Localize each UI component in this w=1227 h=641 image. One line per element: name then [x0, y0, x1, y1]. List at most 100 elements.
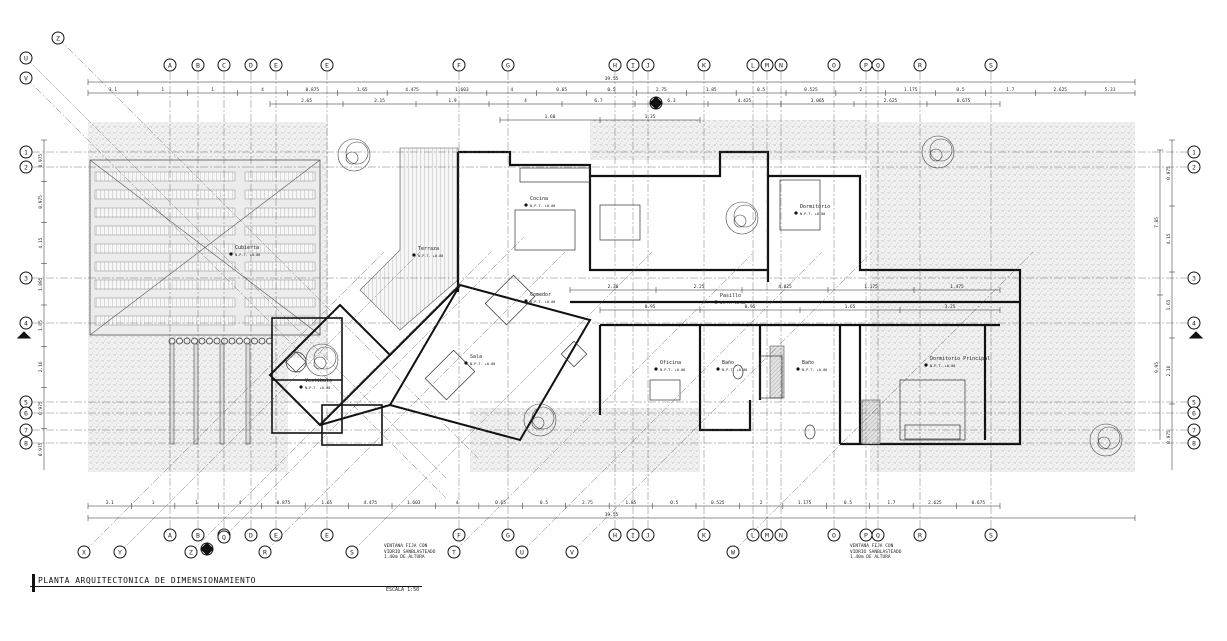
- axis-top-bubble: [746, 58, 760, 72]
- room-name-dormitorio-principal: Dormitorio Principal: [930, 356, 990, 362]
- axis-diagonal-line: [732, 251, 1034, 553]
- axis-bottom-label: A: [168, 531, 172, 539]
- axis-bottom-bubble: [608, 528, 622, 542]
- dim-top-2-text: 0.65: [556, 87, 567, 93]
- tree-canopy: [531, 416, 545, 430]
- pergola-beam: [245, 343, 251, 445]
- pergola-column: [198, 337, 206, 345]
- dim-left-text: 1.895: [38, 277, 44, 291]
- room-level-marker: [299, 385, 303, 389]
- site-ground-right: [870, 122, 1135, 472]
- axis-top-label: P: [864, 61, 868, 69]
- axis-diagonal-bubble: [77, 545, 91, 559]
- axis-diagonal-line: [351, 251, 653, 553]
- axis-diagonal-label: U: [24, 54, 28, 62]
- pergola-column: [228, 337, 236, 345]
- axis-diagonal-line: [83, 251, 385, 553]
- axis-bottom-label: Q: [876, 531, 880, 539]
- axis-diagonal-label: Z: [189, 548, 193, 556]
- axis-bottom-label: O: [832, 531, 836, 539]
- axis-right-label: 7: [1192, 426, 1196, 434]
- room-name-cocina: Cocina: [530, 196, 548, 202]
- dim-total-top-text: 39.55: [605, 76, 619, 82]
- roof-slat: [94, 279, 236, 290]
- tree-canopy: [725, 201, 759, 235]
- axis-left-label: 8: [24, 439, 28, 447]
- dim-top-2-text: 3.1: [109, 87, 117, 93]
- room-name-comedor: Comedor: [530, 292, 551, 298]
- axis-bottom-bubble: [641, 528, 655, 542]
- axis-diagonal-line: [190, 251, 492, 553]
- axis-diagonal-line: [521, 251, 823, 553]
- tree-canopy: [929, 138, 953, 162]
- dim-bottom-text: 0.5: [540, 500, 548, 506]
- structural-axes: AABBCCDDEEEEFFGGHHIIJJKKLLMMNNOOPPQQRRSS…: [19, 31, 1201, 559]
- dim-inner-a-text: 1.35: [645, 114, 656, 120]
- tree-canopy: [531, 406, 555, 430]
- dim-top-2-text: 1: [161, 87, 164, 93]
- pergola-column: [206, 337, 213, 345]
- axis-diagonal-label: W: [731, 548, 735, 556]
- axis-top-label: B: [196, 61, 200, 69]
- axis-top-bubble: [641, 58, 655, 72]
- axis-bottom-bubble: [244, 528, 258, 542]
- axis-top-label: J: [646, 61, 650, 69]
- room-name-cubierta: Cubierta: [235, 245, 259, 251]
- terraza-deck: [359, 147, 459, 331]
- axis-bottom-label: D: [249, 531, 253, 539]
- axis-bottom-label: L: [751, 531, 755, 539]
- title-bar: [32, 574, 35, 592]
- roof-slat: [244, 261, 316, 272]
- dim-right-b-text: 9.95: [1154, 362, 1160, 373]
- room-name-dormitorio: Dormitorio: [800, 204, 830, 210]
- dim-top-2-text: 1: [211, 87, 214, 93]
- axis-bottom-label: B: [196, 531, 200, 539]
- axis-bottom-label: M: [765, 531, 769, 539]
- axis-diagonal-bubble: [515, 545, 529, 559]
- axis-top-bubble: [269, 58, 283, 72]
- dim-top-3-text: 2.625: [884, 98, 898, 104]
- axis-right-bubble: [1187, 406, 1201, 420]
- axis-bottom-bubble: [760, 528, 774, 542]
- dim-top-2-text: 1.603: [455, 87, 469, 93]
- room-level-cubierta: N.P.T. +0.00: [235, 253, 260, 257]
- dim-left-text: 0.975: [38, 401, 44, 415]
- axis-diagonal-label: Z: [56, 34, 60, 42]
- dim-left-text: 0.975: [38, 154, 44, 168]
- tree-canopy: [313, 356, 327, 370]
- axis-top-label: A: [168, 61, 172, 69]
- dim-bottom-text: 1.603: [407, 500, 421, 506]
- room-level-marker: [794, 211, 798, 215]
- tree-canopy: [1089, 423, 1123, 457]
- axis-top-label: I: [631, 61, 635, 69]
- axis-diagonal-bubble: [113, 545, 127, 559]
- axis-bottom-bubble: [452, 528, 466, 542]
- axis-diagonal-label: V: [570, 548, 574, 556]
- axis-right-bubble: [1187, 316, 1201, 330]
- axis-top-label: C: [222, 61, 226, 69]
- axis-diagonal-label: R: [263, 548, 267, 556]
- roof-slat: [244, 225, 316, 236]
- axis-top-bubble: [984, 58, 998, 72]
- dim-bottom-text: 3.1: [106, 500, 114, 506]
- axis-left-bubble: [19, 423, 33, 437]
- axis-top-bubble: [626, 58, 640, 72]
- dim-bottom-text: 2.625: [928, 500, 942, 506]
- axis-top-label: G: [506, 61, 510, 69]
- section-markers: [16, 96, 1204, 556]
- tree-canopy: [313, 346, 337, 370]
- tree-canopy: [1097, 426, 1121, 450]
- vestibulo-walls: [271, 317, 383, 446]
- room-level-bano1: N.P.T. +0.00: [722, 368, 747, 372]
- axis-diagonal-bubble: [565, 545, 579, 559]
- note-line: 1.40m DE ALTURA: [384, 555, 425, 560]
- axis-top-bubble: [191, 58, 205, 72]
- room-level-dormitorio-principal: N.P.T. +0.00: [930, 364, 955, 368]
- site-ground-bottom: [88, 335, 288, 472]
- pergola-beam: [169, 343, 175, 445]
- dim-inner-c-text: 3.25: [945, 304, 956, 310]
- axis-diagonal-label: Q: [222, 533, 226, 541]
- axis-diagonal-label: V: [24, 74, 28, 82]
